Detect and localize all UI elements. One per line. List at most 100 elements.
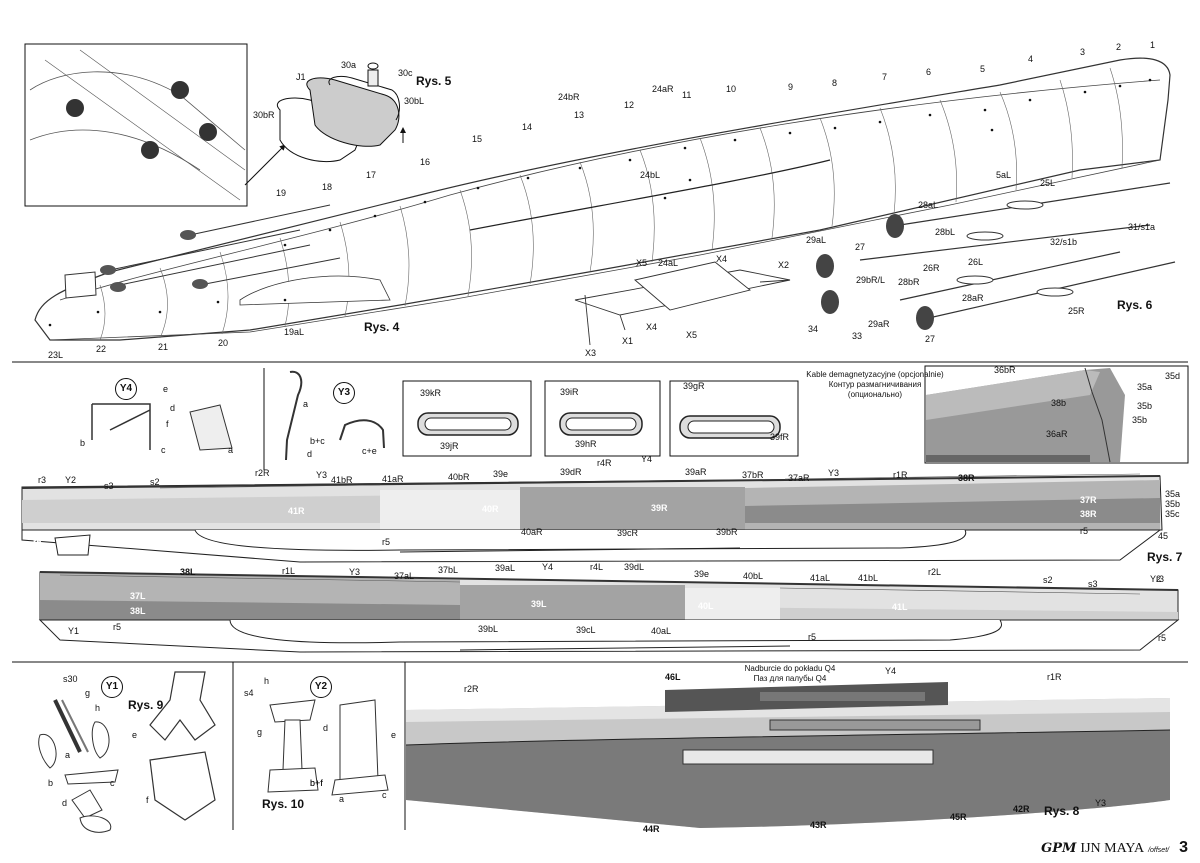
part-label-hull-27: 24bL (640, 170, 660, 180)
y4-detail (91, 403, 233, 451)
part-label-y3-1: b+c (310, 436, 325, 446)
part-label-y2-4: c (382, 790, 387, 800)
part-label-rys8-8: Y3 (1095, 798, 1106, 808)
part-label-rys7b-13: r2L (928, 567, 941, 577)
part-label-y3-2: d (307, 449, 312, 459)
part-label-rys9-4: a (65, 750, 70, 760)
part-label-rys7b-19: 38L (130, 606, 146, 616)
part-label-rys8-5: 43R (810, 820, 827, 830)
rys5-drawing (277, 62, 406, 163)
part-label-rys7b-1: r1L (282, 566, 295, 576)
part-label-rys7b-3: 37aL (394, 571, 414, 581)
detail-box-39g (669, 380, 799, 457)
part-label-rys7-39: 38R (1080, 509, 1097, 519)
part-label-rys7-28: 37aR (788, 473, 810, 483)
part-label-frame-4: X4 (646, 322, 657, 332)
part-label-y4-5: a (228, 445, 233, 455)
part-label-rys7b-22: 41L (892, 602, 908, 612)
part-label-rys7b-25: 39bL (478, 624, 498, 634)
part-label-rys7-41: r5 (382, 537, 390, 547)
part-label-rys8-3: r1R (1047, 672, 1062, 682)
part-label-rys7b-21: 40L (698, 601, 714, 611)
part-label-hull-17: 18 (322, 182, 332, 192)
part-label-rys6-9: 26R (923, 263, 940, 273)
part-label-rys7-26: 39aR (685, 467, 707, 477)
part-label-rys7b-28: r5 (808, 632, 816, 642)
bow-detail-box (924, 365, 1189, 464)
railings (59, 473, 1141, 595)
rys10-anchor-drawing (267, 699, 389, 796)
part-label-hull-13: 14 (522, 122, 532, 132)
part-label-frame-3: X1 (622, 336, 633, 346)
part-label-rys6-13: 34 (808, 324, 818, 334)
part-label-hull-6: 7 (882, 72, 887, 82)
part-label-rys7-7: 38b (1051, 398, 1066, 408)
part-label-rys7-17: r2R (255, 468, 270, 478)
part-label-hull-11: 12 (624, 100, 634, 110)
part-label-rys7-46: 45 (1158, 531, 1168, 541)
part-label-rys7-37: 39R (651, 503, 668, 513)
part-label-y4-4: c (161, 445, 166, 455)
part-label-rys7b-4: 37bL (438, 565, 458, 575)
part-label-rys8-1: Y4 (885, 666, 896, 676)
part-label-rys6-12: 25R (1068, 306, 1085, 316)
part-label-hull-14: 15 (472, 134, 482, 144)
part-label-rys7-38: 37R (1080, 495, 1097, 505)
part-label-rys7-3: 39hR (575, 439, 597, 449)
rys7-port-strip (38, 571, 1180, 653)
part-label-rys7-15: s3 (104, 481, 114, 491)
part-label-rys7b-14: s2 (1043, 575, 1053, 585)
part-label-rys7-1: 39jR (440, 441, 459, 451)
part-label-rys7-11: 35b (1137, 401, 1152, 411)
part-label-y4-2: f (166, 419, 169, 429)
part-label-hull-19: 20 (218, 338, 228, 348)
part-label-hull-4: 5 (980, 64, 985, 74)
detail-box-39k (402, 380, 532, 457)
part-label-rys6-0: 25L (1040, 178, 1055, 188)
part-label-rys7-20: 41aR (382, 474, 404, 484)
part-label-rys7b-16: Y2 (1150, 574, 1161, 584)
page-footer: GPM IJN MAYA /offset/ 3 (1041, 839, 1188, 857)
part-label-rys7-2: 39iR (560, 387, 579, 397)
part-label-hull-12: 13 (574, 110, 584, 120)
part-label-hull-25: 24bR (558, 92, 580, 102)
rys9-anchor-drawing (38, 671, 216, 833)
part-label-rys7-23: 39dR (560, 467, 582, 477)
part-label-rys6-8: 29bR/L (856, 275, 885, 285)
part-label-rys7b-8: 39dL (624, 562, 644, 572)
part-label-rys7-0: 39kR (420, 388, 442, 398)
part-label-rys7b-18: 37L (130, 591, 146, 601)
part-label-rys7-8: 36aR (1046, 429, 1068, 439)
part-label-rys7-31: 38R (958, 473, 975, 483)
part-label-rys6-11: 28aR (962, 293, 984, 303)
part-label-rys6-3: 31/s1a (1128, 222, 1155, 232)
part-label-hull-28: 24aL (658, 258, 678, 268)
part-label-rys7-10: 35a (1137, 382, 1152, 392)
part-label-rys7-33: 35b (1165, 499, 1180, 509)
part-label-rys5-3: 30bL (404, 96, 424, 106)
part-label-rys9-8: f (146, 795, 149, 805)
part-label-hull-15: 16 (420, 157, 430, 167)
part-label-hull-24: 5aL (996, 170, 1011, 180)
part-label-rys7-9: 35d (1165, 371, 1180, 381)
part-label-rys7b-23: Y1 (68, 626, 79, 636)
part-label-rys6-15: 29aR (868, 319, 890, 329)
part-label-rys7-43: 39cR (617, 528, 639, 538)
part-label-hull-8: 9 (788, 82, 793, 92)
part-label-rys7-34: 35c (1165, 509, 1180, 519)
part-label-rys7b-7: r4L (590, 562, 603, 572)
part-label-rys7-42: 40aR (521, 527, 543, 537)
part-label-rys7b-15: s3 (1088, 579, 1098, 589)
part-label-hull-18: 19 (276, 188, 286, 198)
part-label-hull-1: 2 (1116, 42, 1121, 52)
rys8-hull-detail (405, 682, 1171, 828)
part-label-rys7b-10: 40bL (743, 571, 763, 581)
part-label-y4-1: d (170, 403, 175, 413)
part-label-rys10-0: h (264, 676, 269, 686)
part-label-rys6-7: 32/s1b (1050, 237, 1077, 247)
part-label-rys6-5: 29aL (806, 235, 826, 245)
part-label-rys6-16: 27 (925, 334, 935, 344)
part-label-rys7-19: 41bR (331, 475, 353, 485)
